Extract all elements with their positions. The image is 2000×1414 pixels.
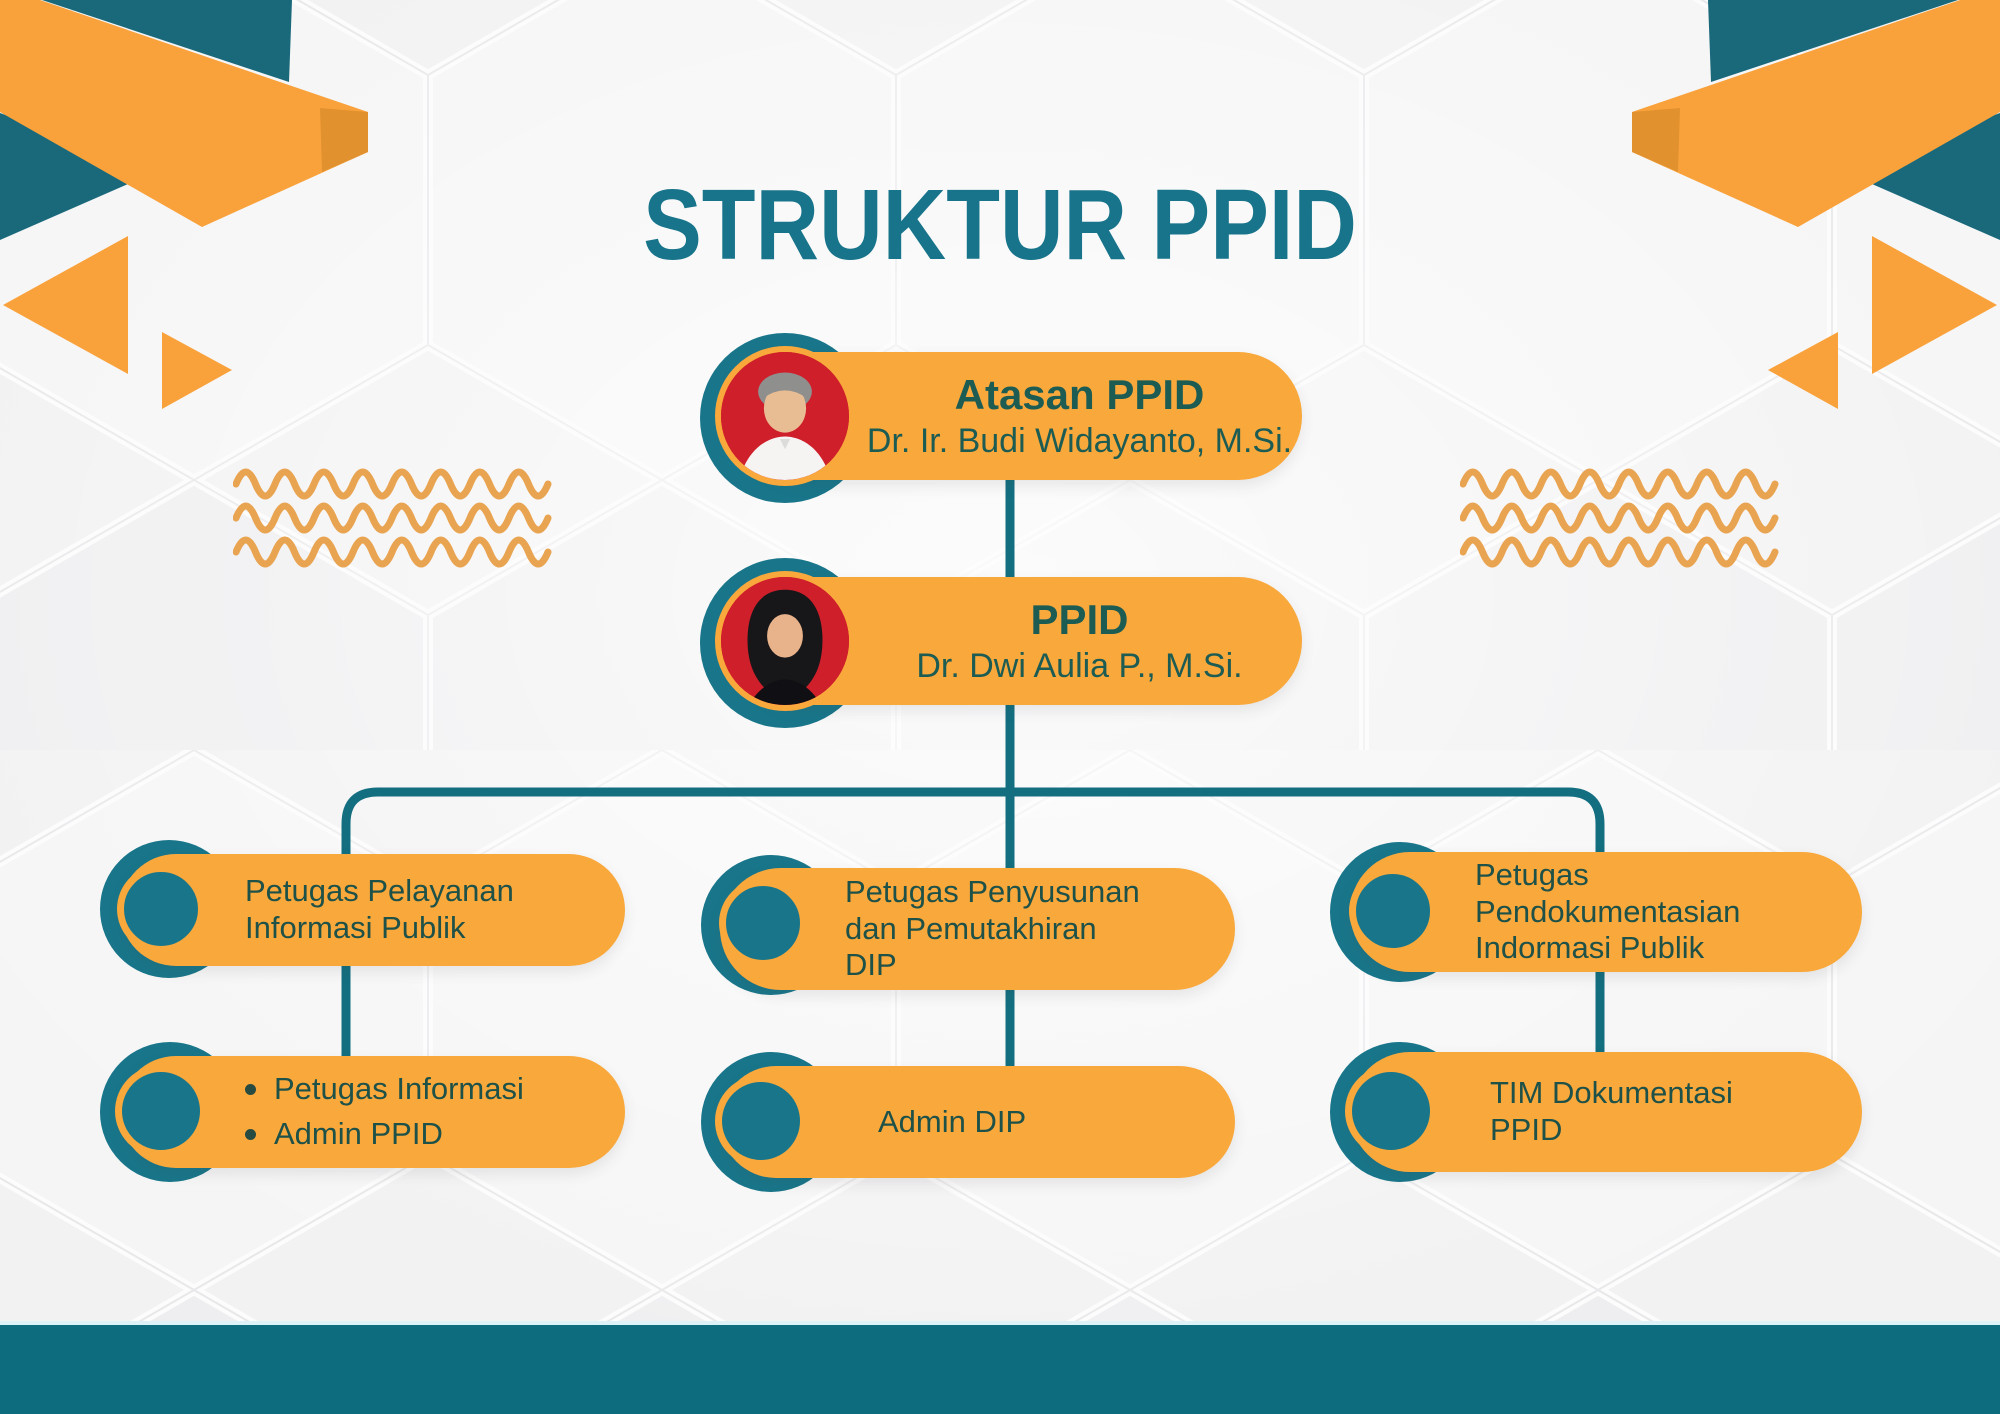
role-line: Petugas Penyusunan (845, 874, 1140, 910)
role-line: Indormasi Publik (1475, 930, 1705, 966)
role-line: DIP (845, 947, 897, 983)
avatar-atasan-ppid (715, 346, 855, 486)
bullet-item: Petugas Informasi (274, 1071, 524, 1107)
node-bullet-circle (117, 865, 205, 953)
footer-bar (0, 1321, 2000, 1414)
bullet-dot (245, 1084, 256, 1096)
page-title: STRUKTUR PPID (643, 169, 1357, 281)
person-name: Dr. Dwi Aulia P., M.Si. (916, 646, 1243, 685)
role-label: PPID (1030, 595, 1129, 643)
role-line: dan Pemutakhiran (845, 910, 1097, 946)
node-bullet-circle (115, 1065, 207, 1157)
avatar-ppid (715, 571, 855, 711)
bullet-item: Admin PPID (274, 1116, 443, 1151)
sub-label: Admin DIP (878, 1103, 1027, 1139)
role-line: Petugas (1475, 857, 1589, 893)
sub-line: TIM Dokumentasi (1490, 1075, 1733, 1111)
role-line: Pendokumentasian (1475, 893, 1741, 929)
node-bullet-circle (715, 1075, 807, 1167)
node-pill: Petugas Informasi Admin PPID (120, 1056, 625, 1168)
node-bullet-circle (1349, 867, 1437, 955)
role-label: Atasan PPID (954, 370, 1205, 418)
role-line: Petugas Pelayanan (245, 873, 514, 909)
node-bullet-circle (1345, 1065, 1437, 1157)
sub-line: PPID (1490, 1112, 1563, 1147)
bullet-dot (245, 1128, 256, 1140)
node-bullet-circle (719, 879, 807, 967)
person-name: Dr. Ir. Budi Widayanto, M.Si. (866, 421, 1293, 460)
role-line: Informasi Publik (245, 910, 466, 945)
